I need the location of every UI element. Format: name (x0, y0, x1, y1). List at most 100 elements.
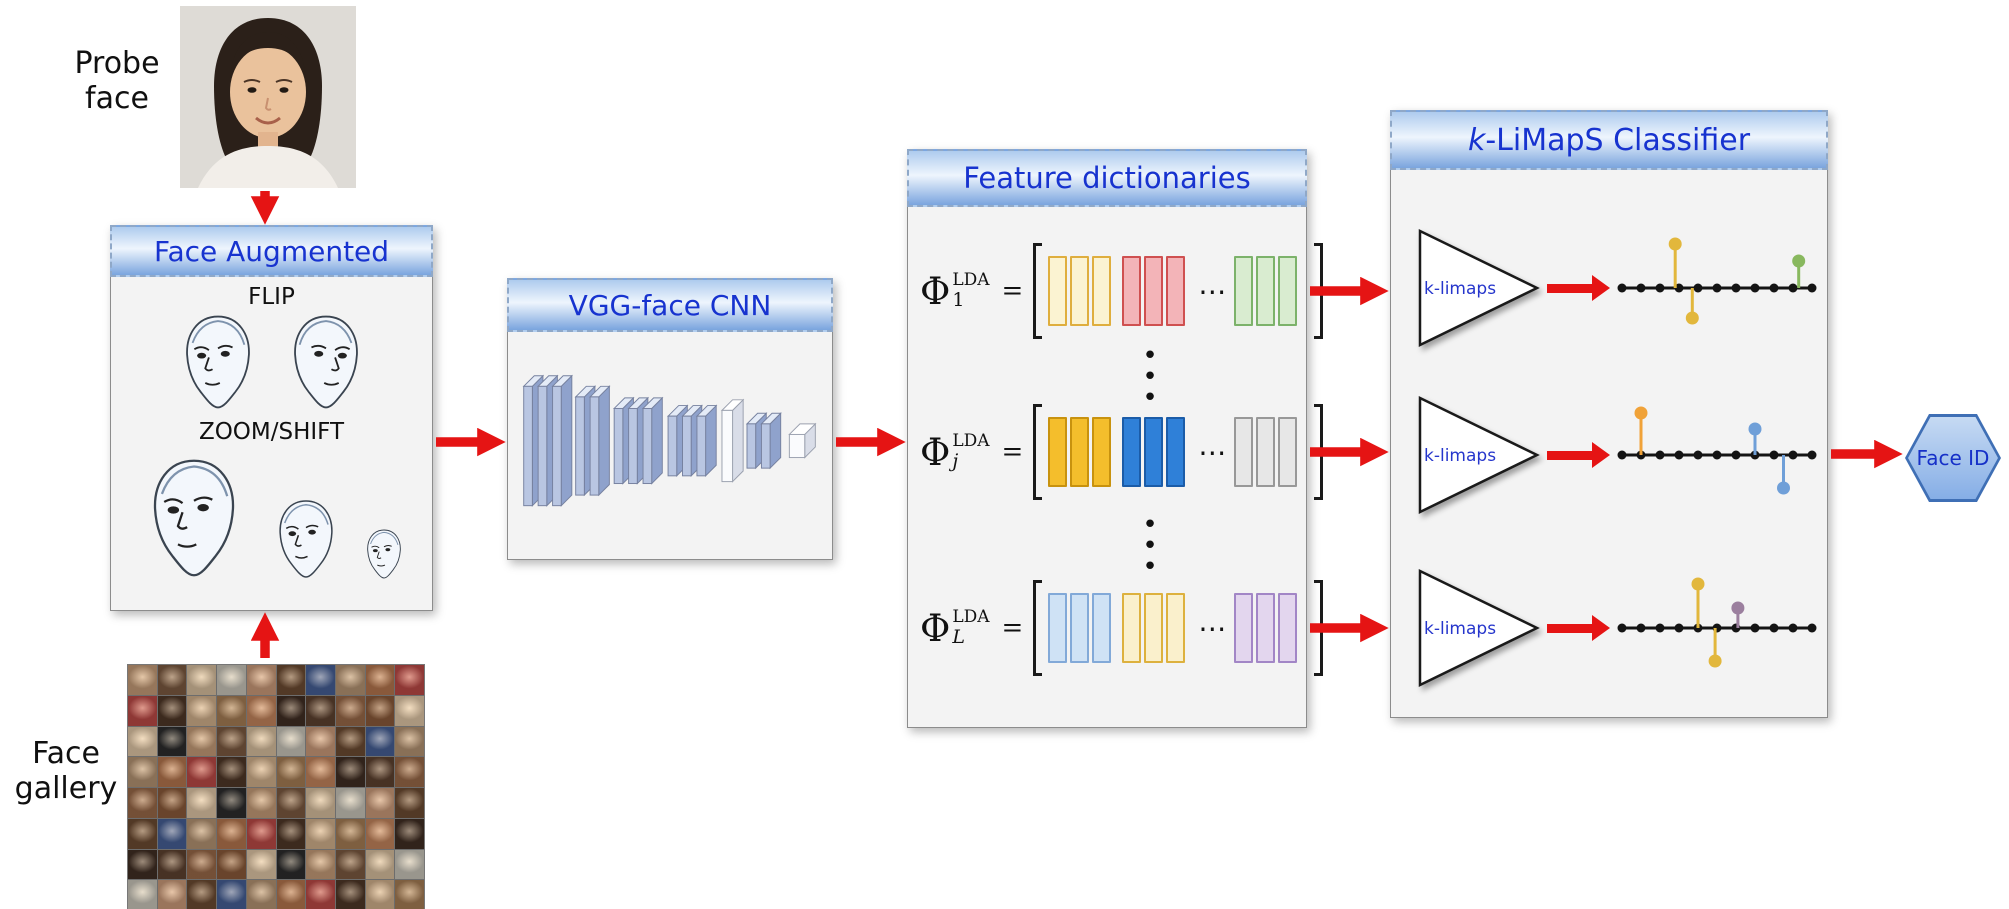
gallery-face-tile (187, 880, 217, 909)
face-gallery-label-line2: gallery (14, 771, 118, 807)
dictionary-atom-bar (1122, 417, 1142, 487)
face-gallery-label-line1: Face (32, 736, 100, 771)
vertical-ellipsis: ••• (1130, 343, 1170, 410)
atom-group (1234, 593, 1300, 663)
gallery-face-tile (128, 788, 157, 818)
lda-superscript: LDA (952, 270, 990, 290)
gallery-face-tile (246, 788, 276, 818)
flip-faces (170, 312, 374, 412)
gallery-face-tile (306, 849, 335, 880)
equals-sign: = (1001, 613, 1024, 643)
gallery-face-tile (365, 726, 395, 757)
dictionary-atom-bar (1070, 256, 1090, 326)
atom-group (1048, 417, 1114, 487)
gallery-face-tile (365, 880, 395, 909)
gallery-face-tile (157, 880, 187, 909)
probe-face-label: Probe face (52, 46, 182, 117)
vertical-ellipsis: ••• (1130, 512, 1170, 582)
dictionary-index-subscript: L (952, 626, 965, 648)
gallery-face-tile (365, 665, 395, 695)
dictionary-atom-bar (1144, 256, 1164, 326)
gallery-face-tile (157, 788, 187, 818)
gallery-face-tile (217, 849, 246, 880)
left-bracket (1033, 404, 1043, 500)
vertical-ellipsis-dot: • (1142, 530, 1158, 561)
lda-superscript: LDA (952, 431, 990, 451)
sketch-face-zoom-small (366, 529, 401, 579)
gallery-face-tile (306, 665, 335, 695)
gallery-face-tile (365, 695, 395, 726)
stem-plot (1617, 406, 1817, 495)
atom-group (1234, 256, 1300, 326)
dictionary-atom-bar (1048, 593, 1068, 663)
face-id-hexagon: Face ID (1905, 414, 2001, 502)
gallery-face-tile (395, 726, 424, 757)
phi-symbol: Φ (920, 430, 951, 474)
face-augmented-panel: Face Augmented FLIP ZOOM/SHIFT (110, 225, 433, 611)
vertical-ellipsis-dot: • (1142, 361, 1158, 392)
gallery-face-tile (187, 849, 217, 880)
dictionary-atom-bar (1166, 593, 1186, 663)
gallery-face-tile (335, 757, 365, 787)
dictionary-atom-bar (1122, 593, 1142, 663)
right-bracket (1314, 404, 1324, 500)
atom-group (1048, 593, 1114, 663)
gallery-face-tile (217, 695, 246, 726)
gallery-face-tile (246, 818, 276, 849)
gallery-face-tile (157, 695, 187, 726)
gallery-face-tile (306, 726, 335, 757)
gallery-face-tile (187, 757, 217, 787)
gallery-face-tile (157, 726, 187, 757)
gallery-face-tile (128, 726, 157, 757)
left-bracket (1033, 580, 1043, 676)
atom-group (1122, 593, 1188, 663)
face-augmented-header: Face Augmented (110, 225, 433, 277)
equals-sign: = (1001, 276, 1024, 306)
right-bracket (1314, 580, 1324, 676)
gallery-face-tile (276, 849, 306, 880)
gallery-face-tile (276, 695, 306, 726)
gallery-face-tile (187, 818, 217, 849)
gallery-face-tile (365, 788, 395, 818)
gallery-face-tile (306, 695, 335, 726)
vgg-header: VGG-face CNN (507, 278, 833, 332)
sketch-face-zoom-large (153, 459, 234, 577)
k-limaps-triangle: k-limaps (1418, 396, 1540, 514)
lda-superscript: LDA (952, 607, 990, 627)
gallery-face-tile (128, 757, 157, 787)
red-arrow (1547, 623, 1593, 633)
gallery-face-tile (246, 695, 276, 726)
gallery-face-tile (246, 726, 276, 757)
red-arrow (1547, 283, 1593, 293)
sketch-face-zoom-medium (278, 500, 333, 578)
gallery-face-tile (395, 788, 424, 818)
horizontal-ellipsis: ⋯ (1198, 611, 1227, 645)
gallery-face-tile (276, 880, 306, 909)
face-augmented-title: Face Augmented (153, 234, 390, 268)
gallery-face-tile (335, 849, 365, 880)
dictionary-atom-bar (1278, 256, 1298, 326)
dictionary-atom-bar (1234, 417, 1254, 487)
dictionary-atom-bar (1092, 417, 1112, 487)
vertical-ellipsis-dot: • (1142, 551, 1158, 582)
klimaps-classifier-body: k-limaps k-limaps k-limaps (1390, 170, 1828, 718)
gallery-face-tile (276, 726, 306, 757)
gallery-face-tile (306, 757, 335, 787)
gallery-face-tile (395, 665, 424, 695)
gallery-face-tile (335, 880, 365, 909)
dictionary-atom-bar (1166, 256, 1186, 326)
atom-group (1048, 256, 1114, 326)
k-limaps-triangle: k-limaps (1418, 229, 1540, 347)
gallery-face-tile (395, 849, 424, 880)
zoom-shift-label: ZOOM/SHIFT (198, 419, 345, 445)
gallery-face-tile (217, 726, 246, 757)
classifier-row: k-limaps (1417, 563, 1817, 693)
gallery-face-tile (335, 726, 365, 757)
right-bracket (1314, 243, 1324, 339)
